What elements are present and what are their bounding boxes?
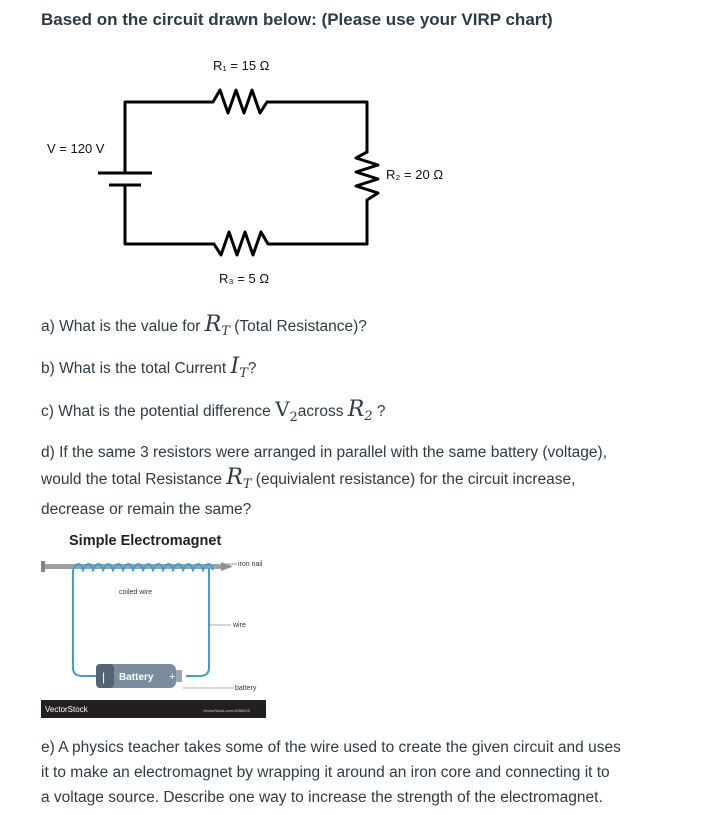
battery-text: Battery <box>119 672 154 683</box>
electromagnet-title: Simple Electromagnet <box>69 533 221 549</box>
battery-body <box>96 664 176 688</box>
circuit-diagram: R₁ = 15 Ω V = 120 V R₂ = 20 Ω R₃ = 5 Ω <box>47 58 443 286</box>
r1-label: R₁ = 15 Ω <box>213 58 270 73</box>
coiled-wire-label: coiled wire <box>119 589 152 596</box>
rt-symbol-d: RT <box>226 465 252 492</box>
vectorstock-id: VectorStock.com/1856026 <box>203 708 250 713</box>
page-heading: Based on the circuit drawn below: (Pleas… <box>41 10 553 29</box>
it-symbol: IT <box>230 354 248 381</box>
r3-label: R₃ = 5 Ω <box>219 271 269 286</box>
question-e: e) A physics teacher takes some of the w… <box>41 739 621 806</box>
r2-symbol: R2 <box>347 397 373 424</box>
v-label: V = 120 V <box>47 141 105 156</box>
v2-symbol: V2 <box>275 397 298 425</box>
electromagnet-illustration: Simple Electromagnet | Battery + iron na… <box>41 528 266 718</box>
bottom-wire <box>123 183 369 257</box>
right-resistor <box>354 150 380 246</box>
iron-nail-label: iron nail <box>238 561 263 568</box>
wire-label: wire <box>232 622 246 629</box>
right-wire <box>186 568 210 677</box>
battery-label: battery <box>235 685 257 692</box>
svg-text:|: | <box>102 670 105 684</box>
r2-label: R₂ = 20 Ω <box>386 167 443 182</box>
rt-symbol: RT <box>204 312 230 339</box>
vectorstock-watermark: VectorStock <box>45 705 89 714</box>
svg-text:+: + <box>169 671 175 683</box>
left-wire <box>72 570 96 677</box>
top-wire <box>123 88 369 175</box>
question-c: c) What is the potential difference V2ac… <box>41 397 386 425</box>
question-d: d) If the same 3 resistors were arranged… <box>41 444 608 518</box>
question-b: b) What is the total Current IT? <box>41 354 257 381</box>
question-a: a) What is the value for RT (Total Resis… <box>41 312 367 339</box>
